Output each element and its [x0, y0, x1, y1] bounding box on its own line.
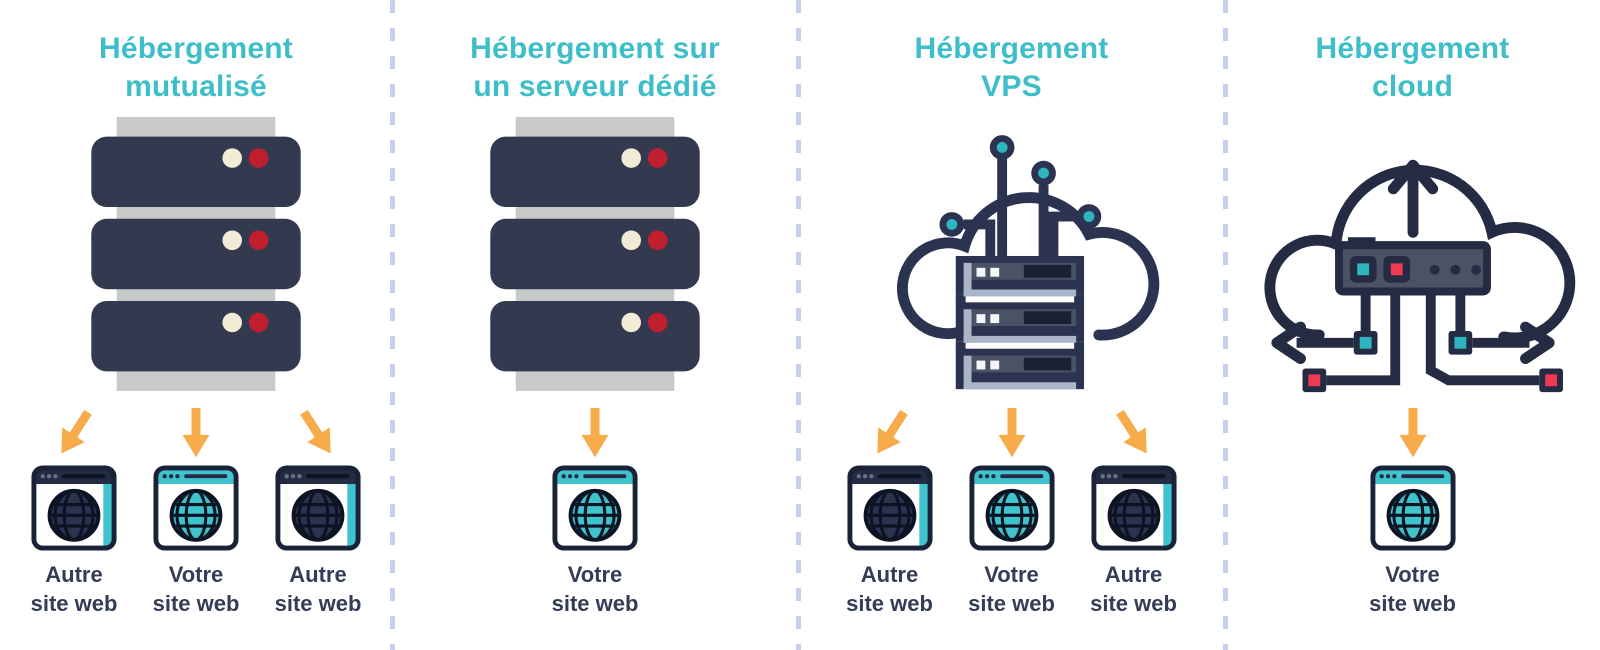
- server-stack-icon: [83, 106, 309, 402]
- title-line: Hébergement: [99, 32, 293, 65]
- arrow-slot: [54, 402, 94, 460]
- cloud-upload-network-icon: [1245, 106, 1581, 402]
- site-label-line: Votre: [567, 562, 623, 588]
- down-left-arrow-icon: [43, 401, 105, 466]
- site-label-line: Autre: [45, 562, 103, 588]
- arrow-slot: [575, 402, 615, 460]
- title-line: Hébergement: [1315, 32, 1510, 65]
- browser-globe-teal-icon: [968, 464, 1056, 552]
- cloud-upload-network-icon: [1245, 106, 1581, 402]
- arrow-slot: [1393, 402, 1433, 460]
- server-stack-icon: [482, 117, 708, 391]
- title-line: Hébergement: [914, 32, 1109, 65]
- site-label-line: site web: [274, 590, 362, 616]
- down-right-arrow-icon: [1103, 401, 1165, 466]
- down-left-arrow-icon: [859, 401, 921, 466]
- column-separator: [796, 0, 801, 650]
- browser-globe-dark-icon: [30, 464, 118, 552]
- down-arrow-icon: [575, 408, 615, 460]
- browser-globe-teal-icon: [152, 464, 240, 552]
- arrow-slot: [870, 402, 910, 460]
- arrow-slot: [176, 402, 216, 460]
- arrow-slot: [992, 402, 1032, 460]
- site-label-line: site web: [551, 590, 639, 616]
- site-label-line: Autre: [860, 562, 919, 588]
- site-label-line: Autre: [1104, 562, 1163, 588]
- down-arrow-icon: [176, 408, 216, 460]
- down-arrow-icon: [1393, 408, 1433, 460]
- site-label-line: Votre: [1385, 562, 1440, 588]
- down-arrow-icon: [992, 408, 1032, 460]
- title-line: cloud: [1371, 70, 1453, 104]
- browser-globe-dark-icon: [846, 464, 934, 552]
- column-title-cloud: Hébergement cloud: [1316, 30, 1510, 106]
- title-line: mutualisé: [125, 70, 267, 104]
- browser-globe-teal-icon: [551, 464, 639, 552]
- browser-globe-teal-icon: [1369, 464, 1457, 552]
- site-label-line: site web: [968, 590, 1055, 616]
- cloud-circuit-server-icon: [854, 106, 1170, 402]
- site-label-line: Autre: [289, 562, 347, 588]
- site-label-line: site web: [152, 590, 240, 616]
- title-line: VPS: [981, 70, 1042, 104]
- site-label-line: site web: [30, 590, 118, 616]
- server-stack-icon: [482, 106, 708, 402]
- browser-globe-dark-icon: [1090, 464, 1178, 552]
- column-title-shared: Hébergement mutualisé: [99, 30, 293, 106]
- down-right-arrow-icon: [287, 401, 349, 466]
- arrow-slot: [298, 402, 338, 460]
- cloud-circuit-server-icon: [854, 106, 1170, 402]
- site-label-line: site web: [846, 590, 933, 616]
- site-label-line: Votre: [168, 562, 224, 588]
- title-line: un serveur dédié: [473, 70, 717, 104]
- server-stack-icon: [83, 117, 309, 391]
- site-label-line: Votre: [984, 562, 1039, 588]
- column-separator: [390, 0, 395, 650]
- arrow-slot: [1114, 402, 1154, 460]
- column-separator: [1223, 0, 1228, 650]
- title-line: Hébergement sur: [470, 32, 720, 65]
- column-title-dedicated: Hébergement sur un serveur dédié: [470, 30, 720, 106]
- site-label-line: site web: [1369, 590, 1456, 616]
- browser-globe-dark-icon: [274, 464, 362, 552]
- site-label-line: site web: [1090, 590, 1177, 616]
